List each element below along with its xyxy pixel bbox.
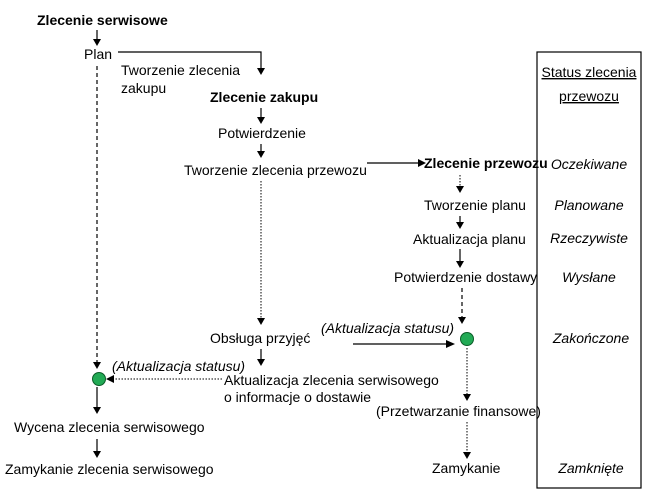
arrowhead (418, 159, 426, 167)
node-service-valuation: Wycena zlecenia serwisowego (14, 419, 205, 435)
arrowhead (458, 317, 466, 324)
label-status-update-left: (Aktualizacja statusu) (112, 358, 245, 374)
arrowhead (106, 375, 114, 383)
arrowhead (463, 394, 471, 401)
node-create-plan: Tworzenie planu (424, 197, 526, 213)
node-update-service-line2: o informacje o dostawie (224, 389, 371, 405)
status-rzeczywiste: Rzeczywiste (550, 230, 628, 246)
arrowhead (456, 222, 464, 229)
event-left (92, 372, 106, 386)
arrowhead (456, 186, 464, 193)
node-confirmation: Potwierdzenie (218, 125, 306, 141)
node-update-plan: Aktualizacja planu (413, 231, 526, 247)
node-closing: Zamykanie (432, 460, 501, 476)
arrowhead (257, 151, 265, 158)
label-create-purchase-line1: Tworzenie zlecenia (121, 62, 240, 78)
arrowhead (257, 359, 265, 366)
node-plan: Plan (84, 46, 112, 62)
arrowhead (93, 362, 101, 369)
status-oczekiwane: Oczekiwane (551, 156, 627, 172)
status-panel-title-line2: przewozu (559, 88, 619, 104)
event-right (460, 332, 474, 346)
node-financial-processing: (Przetwarzanie finansowe) (376, 403, 541, 419)
status-panel-title-line1: Status zlecenia (542, 64, 637, 80)
label-create-purchase-line2: zakupu (121, 80, 166, 96)
event-left-outline (92, 372, 106, 386)
node-delivery-confirmation: Potwierdzenie dostawy (394, 269, 537, 285)
arrowhead (456, 261, 464, 268)
connector-plan-to-purchase (118, 51, 262, 69)
label-status-update-right: (Aktualizacja statusu) (321, 320, 454, 336)
arrowhead (463, 452, 471, 459)
status-wyslane: Wysłane (562, 269, 616, 285)
status-zakonczone: Zakończone (552, 330, 629, 346)
arrowhead (257, 68, 265, 75)
status-planowane: Planowane (554, 197, 623, 213)
status-zamkniete: Zamknięte (557, 460, 624, 476)
node-transport-order: Zlecenie przewozu (424, 155, 548, 171)
arrowhead (93, 407, 101, 414)
arrowhead (93, 451, 101, 458)
node-update-service-line1: Aktualizacja zlecenia serwisowego (224, 372, 439, 388)
arrowhead (93, 39, 101, 46)
arrowhead (446, 340, 455, 348)
node-closing-service: Zamykanie zlecenia serwisowego (5, 461, 214, 477)
node-create-transport-order: Tworzenie zlecenia przewozu (184, 162, 367, 178)
arrowhead (257, 117, 265, 124)
event-right-outline (460, 332, 474, 346)
node-purchase-order: Zlecenie zakupu (210, 89, 318, 105)
arrowhead (257, 318, 265, 325)
node-service-order: Zlecenie serwisowe (37, 12, 168, 28)
status-panel-box (536, 51, 642, 489)
node-receipt-handling: Obsługa przyjęć (210, 330, 310, 346)
